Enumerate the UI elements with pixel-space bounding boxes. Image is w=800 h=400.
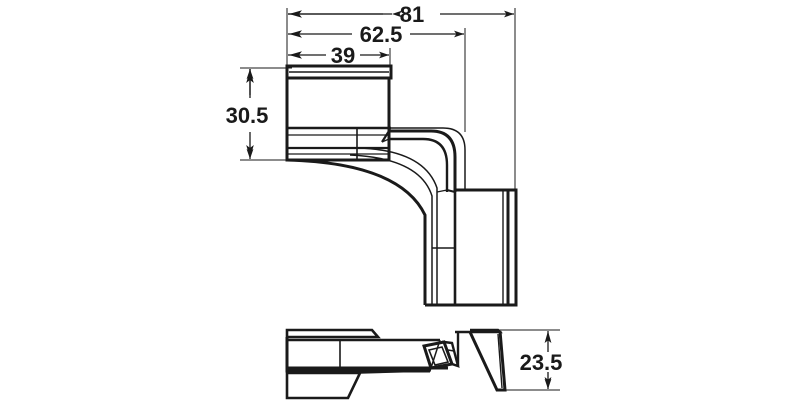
arrowhead-305-down (246, 145, 254, 158)
side-tongue (359, 339, 441, 374)
side-wall-top (455, 328, 503, 334)
arrowhead-235-up (544, 331, 552, 343)
dimension-label-81: 81 (400, 2, 424, 27)
side-body-left (285, 337, 430, 373)
arrowhead-39-left (289, 51, 302, 59)
arrowhead-625-left (289, 30, 302, 38)
dimension-arrowheads (246, 10, 552, 389)
elbow-facet-top-b (381, 138, 390, 143)
arrowhead-305-up (246, 70, 254, 83)
elbow-inner-sweep (286, 158, 427, 305)
lower-leg-outline (425, 188, 518, 307)
arrowhead-81-left (289, 10, 302, 18)
side-wall-inner-line (497, 333, 503, 389)
latch-clip-tick (447, 349, 455, 352)
elbow-inner-arc-2 (349, 154, 433, 208)
elbow-facet-bottom (446, 189, 456, 193)
extension-lines (240, 8, 560, 391)
dimension-label-39: 39 (331, 43, 355, 68)
side-top-cap (285, 328, 381, 339)
elbow-outer-band (389, 129, 457, 192)
arrowhead-235-down (544, 377, 552, 389)
elbow-facet-top (381, 130, 390, 143)
dimension-label-23-5: 23.5 (520, 350, 563, 375)
side-wall-panel (468, 330, 507, 392)
front-elevation-view (285, 64, 518, 307)
outer-shell-corner (391, 127, 466, 190)
dimension-label-30-5: 30.5 (226, 103, 269, 128)
side-section-view (285, 328, 507, 400)
elbow-inner-arc-1 (357, 147, 438, 200)
top-cap-outer (285, 64, 393, 80)
elbow-band-2 (389, 137, 449, 192)
dimension-label-62-5: 62.5 (360, 22, 403, 47)
latch-clip-inner (427, 346, 450, 366)
elbow-facet-bottom-b (436, 189, 448, 193)
